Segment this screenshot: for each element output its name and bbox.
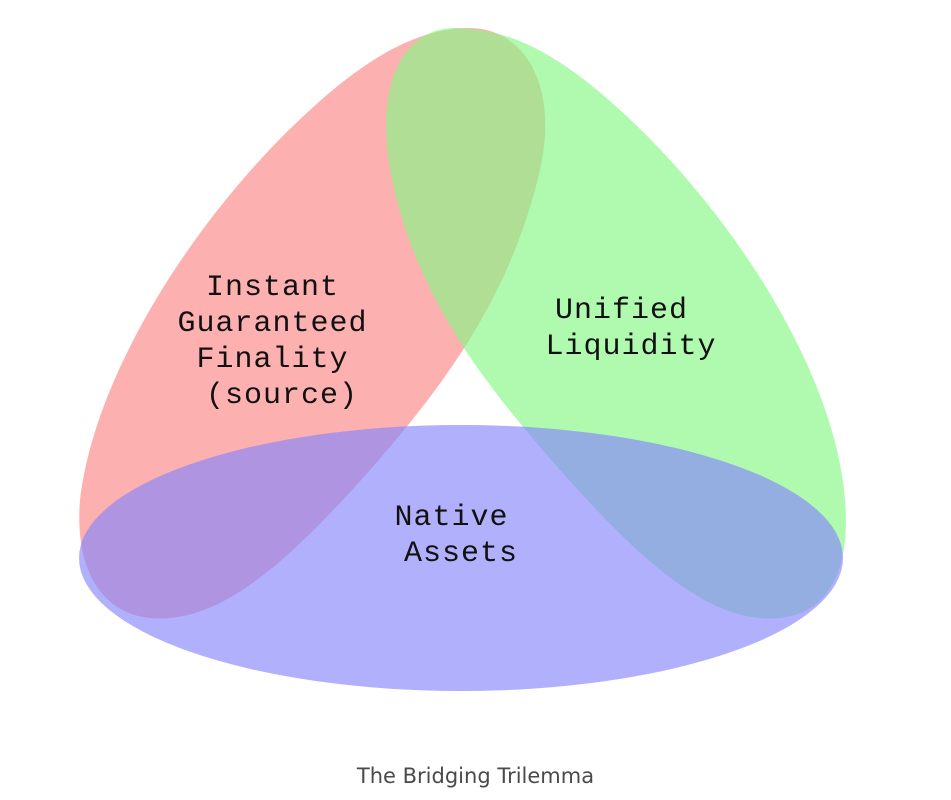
assets-label: Native Assets (394, 501, 527, 571)
liquidity-label-line-1: Unified (555, 294, 688, 328)
liquidity-label-line-2: Liquidity (545, 330, 716, 364)
finality-label-line-2: Guaranteed (177, 307, 367, 341)
finality-label-line-3: Finality (196, 343, 348, 377)
liquidity-label: Unified Liquidity (545, 294, 716, 364)
finality-label-line-4: (source) (206, 379, 358, 413)
assets-label-line-1: Native (394, 501, 508, 535)
finality-label-line-1: Instant (206, 271, 339, 305)
assets-label-line-2: Assets (404, 537, 518, 571)
finality-label: Instant Guaranteed Finality (source) (177, 271, 386, 413)
assets-ellipse (79, 425, 843, 691)
diagram-caption: The Bridging Trilemma (356, 764, 595, 788)
